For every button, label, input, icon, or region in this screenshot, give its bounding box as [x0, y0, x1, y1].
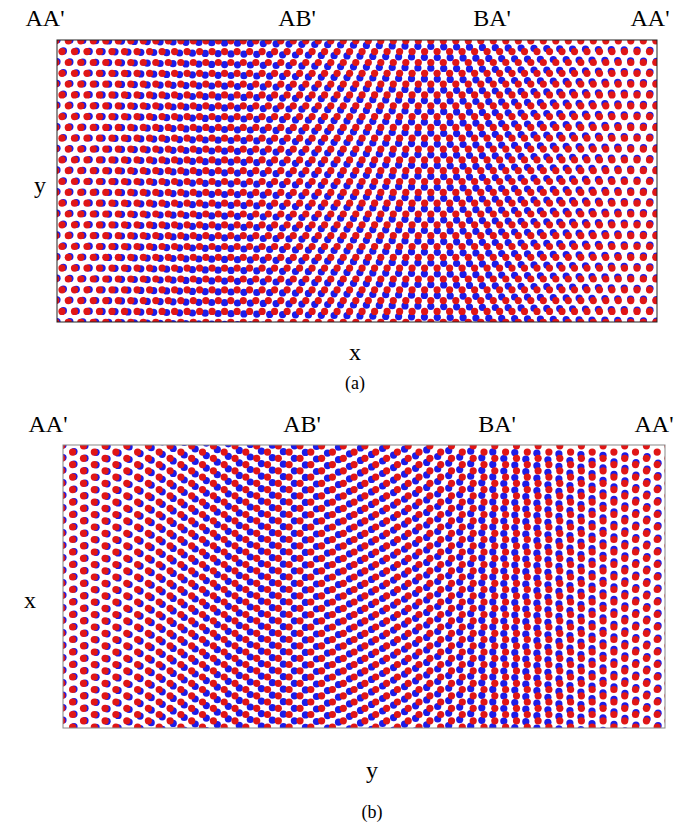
bilayer-atoms-b — [63, 445, 665, 728]
panel-caption: (b) — [362, 803, 383, 821]
stacking-label: AB' — [278, 6, 316, 30]
axis-label: x — [349, 340, 361, 364]
axis-label: x — [24, 588, 36, 612]
stacking-label: BA' — [478, 412, 516, 436]
stacking-label: AA' — [635, 412, 674, 436]
axis-label: y — [366, 758, 378, 782]
bilayer-atoms-a — [57, 40, 657, 322]
stacking-label: AA' — [631, 6, 670, 30]
stacking-label: BA' — [473, 6, 511, 30]
stacking-label: AB' — [283, 412, 321, 436]
stacking-label: AA' — [29, 412, 68, 436]
panel-frame — [63, 445, 665, 728]
panel-frame — [57, 40, 657, 322]
axis-label: y — [34, 173, 46, 197]
stacking-label: AA' — [26, 6, 65, 30]
panel-caption: (a) — [345, 374, 365, 392]
